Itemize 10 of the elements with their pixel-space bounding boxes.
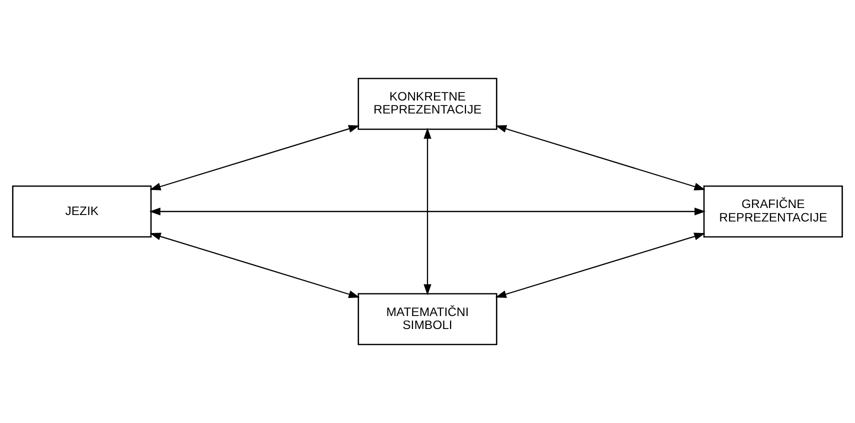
node-box: MATEMATIČNI SIMBOLI [358, 293, 498, 346]
arrow [150, 125, 360, 190]
arrow [149, 208, 706, 216]
arrow [495, 125, 706, 190]
node-box: JEZIK [12, 185, 152, 238]
node-box: KONKRETNE REPREZENTACIJE [358, 78, 498, 130]
arrow [495, 232, 706, 298]
arrow [424, 128, 432, 296]
node-box: GRAFIČNE REPREZENTACIJE [703, 185, 843, 238]
arrow [150, 232, 360, 298]
